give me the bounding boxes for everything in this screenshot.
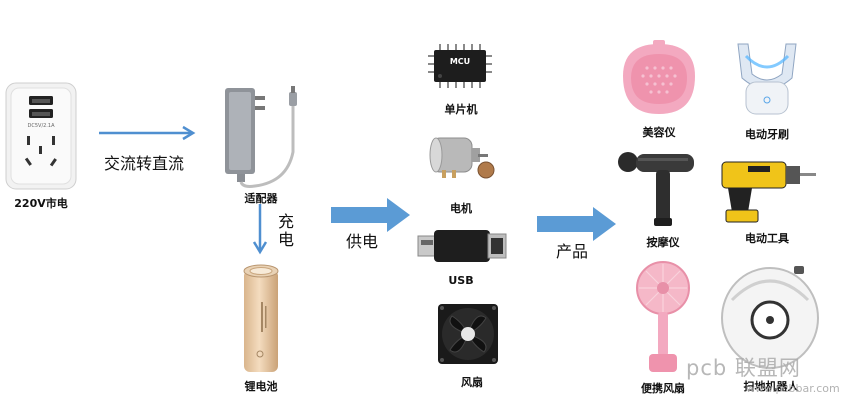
mcu-chip-image: MCU xyxy=(428,44,492,88)
arrow-ac-to-dc xyxy=(99,125,196,141)
massage-gun-image xyxy=(618,152,694,226)
fan-image xyxy=(438,304,498,364)
products-label: 产品 xyxy=(556,242,589,261)
product-label-beauty: 美容仪 xyxy=(642,126,676,139)
charge-label-2: 电 xyxy=(278,230,295,249)
product-label-toothbrush: 电动牙刷 xyxy=(745,128,789,141)
adapter-label: 适配器 xyxy=(244,192,278,205)
arrow-supply xyxy=(331,198,410,232)
product-label-robot-vacuum: 扫地机器人 xyxy=(743,380,799,393)
component-label-mcu: 单片机 xyxy=(444,103,478,116)
mcu-chip-text: MCU xyxy=(450,57,470,66)
watermark-url: www.pcbbar.com xyxy=(746,382,840,395)
wall-socket-image: DC5V/2.1A xyxy=(5,82,77,190)
watermark: pcb 联盟网 www.pcbbar.com xyxy=(686,352,840,412)
robot-vacuum-image xyxy=(721,266,819,369)
convert-label: 交流转直流 xyxy=(104,154,185,173)
product-label-drill: 电动工具 xyxy=(745,232,789,245)
usb-adapter-image xyxy=(417,230,507,262)
product-label-massage: 按摩仪 xyxy=(646,236,680,249)
svg-text:DC5V/2.1A: DC5V/2.1A xyxy=(28,123,56,129)
component-label-usb: USB xyxy=(448,274,474,287)
watermark-text: pcb 联盟网 xyxy=(686,356,801,380)
product-label-portable-fan: 便携风扇 xyxy=(641,382,685,395)
component-label-fan: 风扇 xyxy=(461,376,483,389)
supply-label: 供电 xyxy=(346,232,379,251)
beauty-device-image xyxy=(623,40,695,114)
motor-image xyxy=(429,137,495,179)
battery-label: 锂电池 xyxy=(244,380,278,393)
power-drill-image xyxy=(721,161,816,223)
portable-fan-image xyxy=(636,261,690,372)
arrow-charge xyxy=(252,204,268,255)
adapter-image xyxy=(225,86,297,188)
toothbrush-image xyxy=(737,43,797,115)
lithium-battery-image xyxy=(243,264,279,372)
charge-label-1: 充 xyxy=(278,212,295,231)
component-label-motor: 电机 xyxy=(450,202,472,215)
source-label: 220V市电 xyxy=(14,197,68,210)
arrow-products xyxy=(537,207,616,241)
